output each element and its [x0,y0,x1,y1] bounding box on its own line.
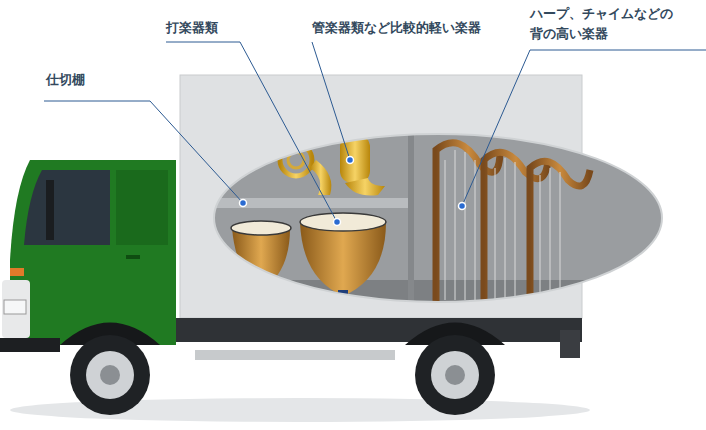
callout-label: 打楽器類 [166,18,218,38]
leader-lines [44,42,706,222]
leader-dots [240,157,466,226]
callout-label: 仕切棚 [46,70,85,90]
callout-label: 管楽器類など比較的軽い楽器 [312,18,481,38]
callout-label: ハープ、チャイムなどの 背の高い楽器 [530,4,690,44]
